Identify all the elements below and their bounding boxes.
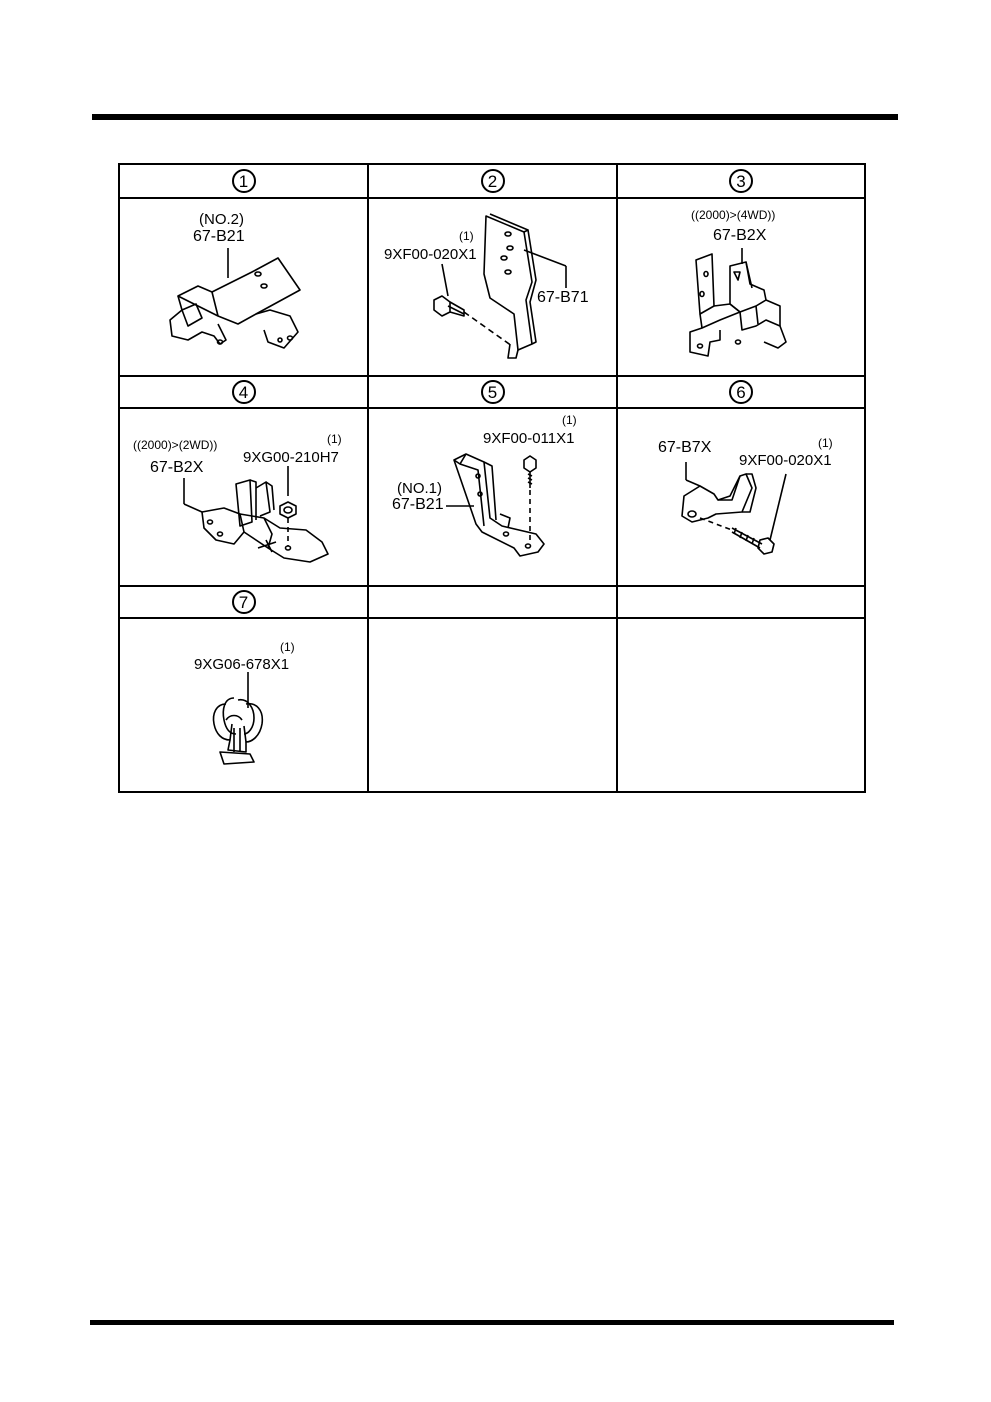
cell-6-bracket-drawing [670, 456, 810, 566]
cell-6-qty: (1) [818, 436, 833, 450]
cell-6-header: 6 [618, 377, 864, 407]
cell-2-bolt-number: 9XF00-020X1 [384, 246, 477, 263]
cell-1-part-number: 67-B21 [193, 228, 245, 245]
cell-1-note: (NO.2) [199, 211, 244, 228]
cell-5-part-number: 67-B21 [392, 496, 444, 513]
cell-4-nut-number: 9XG00-210H7 [243, 449, 339, 466]
cell-6-bolt-number: 9XF00-020X1 [739, 452, 832, 469]
top-rule [92, 114, 898, 120]
cell-3-part-number: 67-B2X [713, 227, 767, 244]
item-number-1: 1 [231, 169, 256, 193]
grid-divider [120, 585, 864, 587]
cell-3-bracket-drawing [680, 244, 790, 364]
cell-5-bracket-drawing [440, 446, 560, 566]
cell-2-qty: (1) [459, 229, 474, 243]
cell-1-header: 1 [120, 165, 367, 197]
cell-4-header: 4 [120, 377, 367, 407]
grid-divider [120, 197, 864, 199]
grid-divider [120, 407, 864, 409]
item-number-7: 7 [231, 590, 256, 614]
item-number-4: 4 [231, 380, 256, 404]
cell-7-clip-drawing [200, 668, 290, 778]
cell-4-qty: (1) [327, 432, 342, 446]
grid-divider [367, 165, 369, 791]
cell-4-part-number: 67-B2X [150, 459, 204, 476]
grid-divider [120, 375, 864, 377]
item-number-3: 3 [729, 169, 753, 193]
cell-4-bracket-drawing [180, 468, 340, 568]
cell-7-part-number: 9XG06-678X1 [194, 656, 290, 673]
parts-grid: 1 2 3 4 5 6 7 [118, 163, 866, 793]
cell-5-note: (NO.1) [397, 480, 442, 497]
cell-2-header: 2 [369, 165, 616, 197]
cell-1-bracket-drawing [160, 244, 310, 354]
cell-2-bracket-drawing [420, 210, 580, 370]
cell-6-part-number: 67-B7X [658, 439, 712, 456]
cell-5-qty: (1) [562, 413, 577, 427]
bottom-rule [90, 1320, 894, 1325]
cell-5-bolt-number: 9XF00-011X1 [483, 430, 575, 447]
cell-5-header: 5 [369, 377, 616, 407]
cell-4-note: ((2000)>(2WD)) [133, 438, 218, 452]
item-number-2: 2 [480, 169, 505, 193]
cell-7-header: 7 [120, 587, 367, 617]
cell-2-part-number: 67-B71 [537, 289, 589, 306]
cell-3-header: 3 [618, 165, 864, 197]
cell-3-note: ((2000)>(4WD)) [691, 208, 776, 222]
grid-divider [120, 617, 864, 619]
cell-7-qty: (1) [280, 640, 295, 654]
item-number-5: 5 [480, 380, 505, 404]
grid-divider [616, 165, 618, 791]
item-number-6: 6 [729, 380, 753, 404]
